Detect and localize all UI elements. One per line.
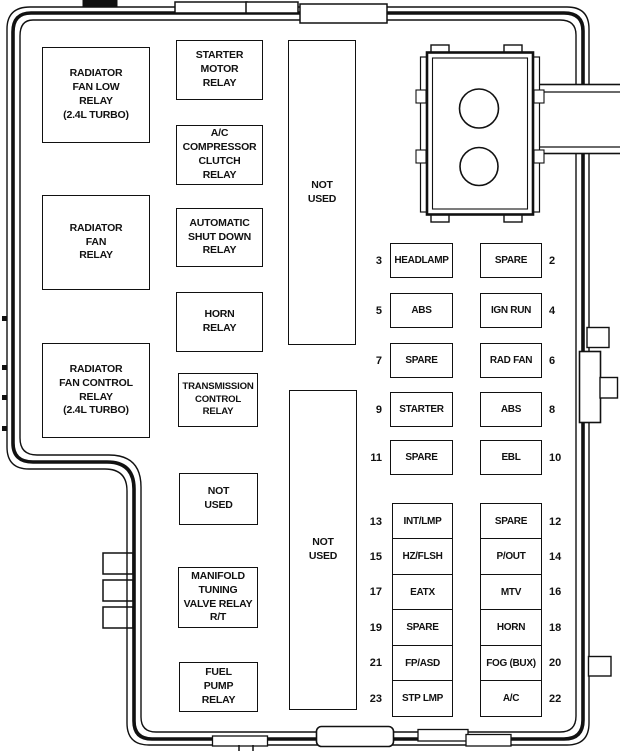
connector-bus-bar <box>530 83 620 155</box>
fuse-4: IGN RUN <box>480 293 542 328</box>
fuel-pump-relay: FUEL PUMP RELAY <box>179 662 258 712</box>
fuse-9: STARTER <box>390 392 453 427</box>
fuse-11: SPARE <box>390 440 453 475</box>
fuse-number-17: 17 <box>369 586 382 599</box>
connector-terminal-bottom <box>459 146 499 187</box>
right-edge-tabs <box>578 326 619 677</box>
horn-relay: HORN RELAY <box>176 292 263 352</box>
fuse-number-12: 12 <box>549 515 562 528</box>
fuse-number-19: 19 <box>369 621 382 634</box>
connector-terminal-top <box>458 88 500 129</box>
fuse-number-10: 10 <box>549 451 562 464</box>
fuse-number-8: 8 <box>549 403 556 416</box>
fuse-3: HEADLAMP <box>390 243 453 278</box>
fuse-10: EBL <box>480 440 542 475</box>
fuse-number-5: 5 <box>375 304 382 317</box>
ac-compressor-clutch-relay: A/C COMPRESSOR CLUTCH RELAY <box>176 125 263 185</box>
not-used-strip-bottom: NOT USED <box>289 390 357 710</box>
fuse-8: ABS <box>480 392 542 427</box>
power-connector <box>415 44 545 223</box>
fuse-number-4: 4 <box>549 304 556 317</box>
fuse-number-15: 15 <box>369 550 382 563</box>
fuse-number-11: 11 <box>370 451 382 464</box>
manifold-tuning-valve-relay: MANIFOLD TUNING VALVE RELAY R/T <box>178 567 258 628</box>
fuse-15: HZ/FLSH <box>392 538 453 576</box>
fuse-13: INT/LMP <box>392 503 453 540</box>
left-edge-tabs <box>102 552 134 629</box>
fuse-12: SPARE <box>480 503 542 540</box>
fuse-6: RAD FAN <box>480 343 542 378</box>
fuse-number-14: 14 <box>549 550 562 563</box>
fuse-number-18: 18 <box>549 621 562 634</box>
housing-outline <box>6 6 590 746</box>
bottom-edge-tabs <box>211 725 512 751</box>
fuse-7: SPARE <box>390 343 453 378</box>
not-used-relay-slot: NOT USED <box>179 473 258 525</box>
fuse-number-13: 13 <box>369 515 382 528</box>
not-used-strip-top: NOT USED <box>288 40 356 345</box>
fuse-number-23: 23 <box>369 692 382 705</box>
fuse-number-9: 9 <box>375 403 382 416</box>
radiator-fan-low-relay: RADIATOR FAN LOW RELAY (2.4L TURBO) <box>42 47 150 143</box>
fuse-20: FOG (BUX) <box>480 644 542 682</box>
radiator-fan-relay: RADIATOR FAN RELAY <box>42 195 150 290</box>
fuse-5: ABS <box>390 293 453 328</box>
radiator-fan-control-relay: RADIATOR FAN CONTROL RELAY (2.4L TURBO) <box>42 343 150 438</box>
automatic-shut-down-relay: AUTOMATIC SHUT DOWN RELAY <box>176 208 263 267</box>
fuse-21: FP/ASD <box>392 644 453 682</box>
fuse-17: EATX <box>392 573 453 611</box>
fuse-number-21: 21 <box>369 657 382 670</box>
top-edge-tabs <box>82 0 388 24</box>
fuse-2: SPARE <box>480 243 542 278</box>
fuse-number-7: 7 <box>375 354 382 367</box>
fuse-18: HORN <box>480 609 542 647</box>
starter-motor-relay: STARTER MOTOR RELAY <box>176 40 263 100</box>
fuse-number-3: 3 <box>375 254 382 267</box>
fuse-22: A/C <box>480 680 542 717</box>
fuse-number-22: 22 <box>549 692 562 705</box>
fuse-number-2: 2 <box>549 254 556 267</box>
left-edge-ticks <box>2 316 7 431</box>
fuse-23: STP LMP <box>392 680 453 717</box>
fuse-19: SPARE <box>392 609 453 647</box>
fuse-number-20: 20 <box>549 657 562 670</box>
fuse-14: P/OUT <box>480 538 542 576</box>
fuse-number-16: 16 <box>549 586 562 599</box>
fuse-number-6: 6 <box>549 354 556 367</box>
fuse-16: MTV <box>480 573 542 611</box>
transmission-control-relay: TRANSMISSION CONTROL RELAY <box>178 373 258 427</box>
